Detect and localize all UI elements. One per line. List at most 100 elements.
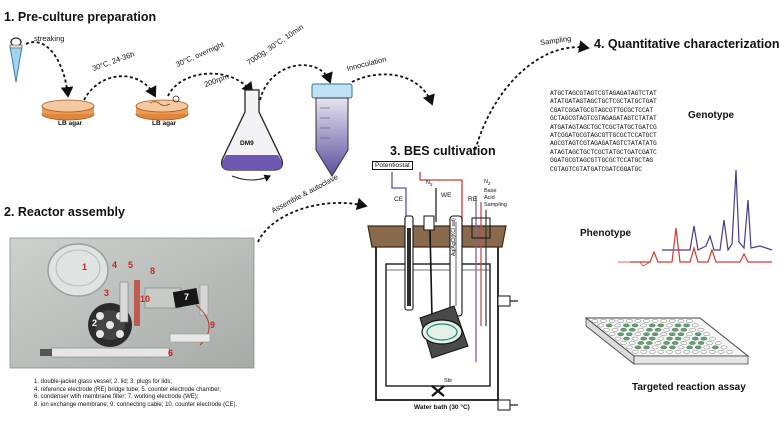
falcon-tube xyxy=(311,83,353,177)
label-acid: Acid xyxy=(484,195,495,201)
well xyxy=(623,323,630,328)
erlenmeyer-flask xyxy=(221,89,283,182)
potentiostat-box: Potentiostat xyxy=(372,161,413,170)
pipette-icon xyxy=(9,37,23,83)
well-grid xyxy=(591,319,734,354)
well xyxy=(703,345,711,350)
well xyxy=(657,323,665,328)
well xyxy=(649,336,656,341)
well xyxy=(671,327,679,332)
well xyxy=(631,349,639,354)
well xyxy=(669,319,676,323)
well xyxy=(674,336,682,341)
well xyxy=(726,349,734,354)
well xyxy=(631,336,639,341)
well xyxy=(674,349,682,354)
well xyxy=(660,345,668,350)
well xyxy=(617,319,625,323)
arrow-innoculation xyxy=(351,73,435,106)
well xyxy=(649,349,656,354)
well xyxy=(660,332,668,337)
well xyxy=(634,332,642,337)
well xyxy=(620,341,627,345)
reactor-number-3: 3 xyxy=(104,288,110,298)
label-re-electrode: Ag/AgCl(KCl sat) xyxy=(451,218,457,256)
section-preculture-title: 1. Pre-culture preparation xyxy=(4,10,157,24)
dna-line: CGATCGGATGCGTAGCGTTGCGCTCCAT xyxy=(550,106,654,114)
well xyxy=(669,332,676,337)
well xyxy=(608,332,616,337)
label-stir: Stir xyxy=(444,378,453,384)
well xyxy=(626,332,633,337)
section-reactor-title: 2. Reactor assembly xyxy=(4,205,125,219)
label-n2-in: N2 xyxy=(426,180,433,188)
label-sampling-port: Sampling xyxy=(484,202,507,208)
well xyxy=(617,332,625,337)
well xyxy=(677,345,685,350)
well xyxy=(663,341,670,345)
well xyxy=(628,327,636,332)
section-quant-title: 4. Quantitative characterization xyxy=(594,37,780,51)
well xyxy=(651,319,659,323)
dna-line: ATAGTAGCTGCTCGCTATGCTGATCGATC xyxy=(550,148,657,156)
dna-line: GGATGCGTAGCGTTGCGCTCCATGCTAG xyxy=(550,157,654,165)
well xyxy=(646,327,653,332)
well xyxy=(657,336,665,341)
well xyxy=(660,319,668,323)
reactor-number-8: 8 xyxy=(150,266,156,276)
dna-line: ATGATAGTAGCTGCTCGCTATGCTGATCG xyxy=(550,123,657,131)
well xyxy=(709,349,716,354)
well xyxy=(620,327,627,332)
well xyxy=(600,319,607,323)
well xyxy=(697,341,705,345)
arrow-streaking xyxy=(25,41,74,98)
arrow-assemble xyxy=(257,197,368,243)
dna-line: ATCGGATGCGTAGCGTTGCGCTCCATGCT xyxy=(550,132,657,140)
well xyxy=(683,336,691,341)
well xyxy=(671,341,679,345)
well xyxy=(643,332,650,337)
well xyxy=(654,341,662,345)
well xyxy=(640,323,647,328)
well xyxy=(608,319,616,323)
well xyxy=(666,349,673,354)
well xyxy=(700,349,708,354)
reactor-number-9: 9 xyxy=(210,320,216,330)
well xyxy=(691,323,699,328)
phenotype-label: Phenotype xyxy=(580,228,632,239)
well xyxy=(686,319,693,323)
legend-line: 6. condenser wtih membrane filter; 7. wo… xyxy=(34,394,199,401)
well xyxy=(643,319,650,323)
well xyxy=(686,332,693,337)
bes-reactor xyxy=(367,172,518,411)
label-base: Base xyxy=(484,188,497,194)
dna-line: ATATGATAGTAGCTGCTCGCTATGCTGAT xyxy=(550,98,657,106)
well xyxy=(640,349,648,354)
dna-line: AGCGTAGTCGTAGAGATAGTCTATATATG xyxy=(550,140,657,148)
reactor-number-1: 1 xyxy=(82,262,88,272)
reactor-photo xyxy=(9,237,255,369)
well xyxy=(680,341,688,345)
well xyxy=(692,349,699,354)
reactor-number-2: 2 xyxy=(92,318,98,328)
well xyxy=(720,345,728,350)
well xyxy=(666,336,673,341)
well xyxy=(603,327,610,332)
well xyxy=(651,345,659,350)
well xyxy=(614,323,622,328)
well xyxy=(623,336,630,341)
well xyxy=(692,336,699,341)
well xyxy=(666,323,673,328)
well xyxy=(634,319,642,323)
well xyxy=(626,345,633,350)
well xyxy=(700,336,708,341)
well xyxy=(703,332,711,337)
well xyxy=(689,327,696,332)
well xyxy=(677,332,685,337)
well xyxy=(694,345,702,350)
reactor-number-7: 7 xyxy=(184,292,190,302)
well xyxy=(689,341,696,345)
petri-1-label: LB agar xyxy=(58,120,83,127)
arrow-incubate1 xyxy=(83,75,157,101)
